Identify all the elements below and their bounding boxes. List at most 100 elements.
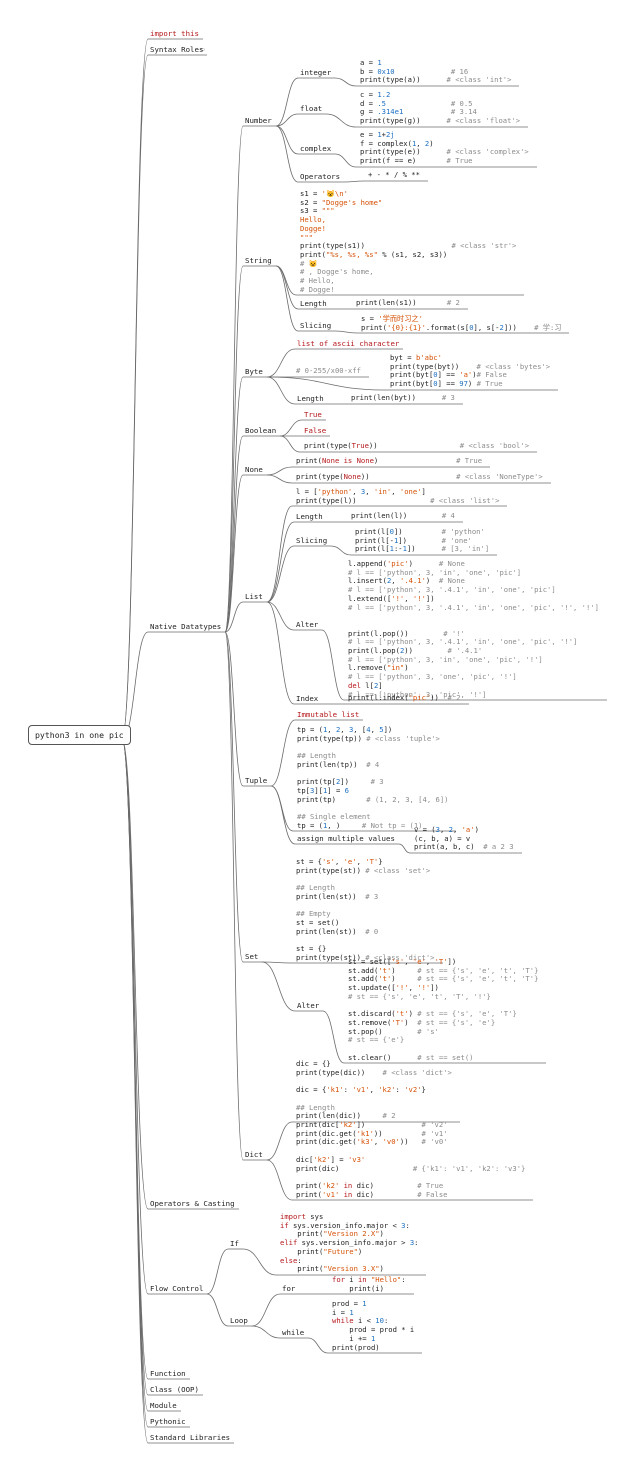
code-line: # st == {'e'}	[348, 1035, 538, 1045]
node-bool-true[interactable]: True	[304, 410, 322, 419]
code-token: 97	[459, 379, 468, 389]
code-token: )	[429, 138, 434, 148]
code-list-index-code: print(l.index('pic')) # 2	[348, 693, 461, 703]
connector	[121, 631, 149, 740]
node-boolean[interactable]: Boolean	[245, 426, 277, 435]
node-byte-ascii[interactable]: list of ascii character	[297, 339, 400, 348]
connector	[224, 265, 244, 633]
code-line: while i < 10:	[332, 1317, 414, 1326]
code-token	[296, 1076, 300, 1085]
code-token: ))	[404, 646, 448, 656]
node-string[interactable]: String	[245, 256, 272, 265]
node-list[interactable]: List	[245, 592, 263, 601]
code-token: # 0	[365, 926, 379, 936]
code-token: 'k2'	[339, 1120, 357, 1129]
node-list-alter[interactable]: Alter	[296, 620, 319, 629]
code-line: st.add('t') # st == {'s', 'e', 't', 'T'}	[348, 965, 538, 976]
code-line: print(f == e) # True	[360, 156, 529, 166]
code-token: st.clear()	[348, 1052, 418, 1062]
node-for[interactable]: for	[282, 1284, 296, 1293]
node-byte-length[interactable]: Length	[297, 394, 324, 403]
node-set[interactable]: Set	[245, 952, 259, 961]
node-list-slicing[interactable]: Slicing	[296, 536, 328, 545]
code-line: print("Version 2.X")	[280, 1230, 418, 1239]
code-line: print(None is None) # True	[296, 456, 482, 466]
code-token: """	[321, 206, 335, 216]
code-str-length-code: print(len(s1)) # 2	[356, 298, 460, 308]
node-class-oop[interactable]: Class (OOP)	[150, 1385, 199, 1394]
code-line: l = ['python', 3, 'in', 'one']	[296, 487, 499, 497]
code-token: dic)	[352, 1180, 418, 1190]
code-token: 1	[411, 138, 417, 148]
code-line: l.extend(['!', '!'])	[348, 594, 599, 604]
code-token: '{0}:{1}'	[386, 322, 426, 332]
node-tuple-immutable[interactable]: Immutable list	[297, 710, 360, 719]
connector	[121, 738, 149, 1444]
node-native-datatypes[interactable]: Native Datatypes	[150, 622, 222, 631]
code-token: print(l.pop())	[348, 628, 444, 638]
node-complex[interactable]: complex	[300, 144, 332, 153]
code-token: print(type(l))	[296, 495, 431, 505]
node-list-length[interactable]: Length	[296, 512, 323, 521]
node-str-slicing[interactable]: Slicing	[300, 321, 332, 330]
code-token: print(dic.get(	[296, 1137, 357, 1147]
code-token: e =	[360, 130, 378, 139]
connector	[270, 785, 296, 845]
root-node[interactable]: python3 in one pic	[28, 725, 131, 745]
node-tuple[interactable]: Tuple	[245, 776, 268, 785]
code-token: ,	[370, 725, 380, 734]
node-integer[interactable]: integer	[300, 68, 332, 77]
node-operators[interactable]: Operators	[300, 172, 341, 181]
connector	[266, 601, 295, 705]
code-token: print(l[	[355, 544, 390, 554]
code-token: # True	[417, 1180, 444, 1190]
node-pythonic[interactable]: Pythonic	[150, 1417, 186, 1426]
node-operators-casting[interactable]: Operators & Casting	[150, 1199, 235, 1208]
connector	[266, 376, 296, 405]
code-token: :	[383, 1316, 389, 1326]
node-list-index[interactable]: Index	[296, 694, 319, 703]
code-line: st = {}	[296, 944, 435, 954]
connector	[266, 601, 295, 631]
connector	[224, 601, 244, 633]
node-none[interactable]: None	[245, 465, 263, 474]
code-line: ## Single element	[297, 812, 448, 822]
node-str-length[interactable]: Length	[300, 299, 327, 308]
connector	[242, 1248, 277, 1276]
code-token: )	[408, 559, 439, 568]
node-loop[interactable]: Loop	[230, 1316, 248, 1325]
node-float[interactable]: float	[300, 104, 323, 113]
code-line: s3 = """	[300, 207, 516, 216]
code-token: 'k3'	[356, 1137, 374, 1147]
code-line: print(type(s1)) # <class 'str'>	[300, 241, 516, 251]
node-standard-libraries[interactable]: Standard Libraries	[150, 1433, 231, 1442]
code-token: # 3	[365, 891, 379, 901]
code-token: 'v1'	[321, 1189, 340, 1199]
code-token: print(	[300, 249, 326, 259]
connector	[270, 719, 296, 787]
node-dict[interactable]: Dict	[245, 1150, 263, 1159]
node-tuple-assign[interactable]: assign multiple values	[297, 834, 395, 843]
node-import-this[interactable]: import this	[150, 29, 199, 38]
code-token: 'pic'	[408, 693, 431, 702]
node-if[interactable]: If	[230, 1239, 239, 1248]
node-function[interactable]: Function	[150, 1369, 186, 1378]
node-number[interactable]: Number	[245, 116, 272, 125]
code-token: st.add(	[348, 965, 379, 975]
connector	[321, 629, 345, 701]
connector	[224, 376, 244, 633]
node-set-alter[interactable]: Alter	[297, 1001, 320, 1010]
node-module[interactable]: Module	[150, 1401, 177, 1410]
code-token: :-	[393, 544, 403, 554]
code-token: 'e'	[343, 857, 357, 866]
code-token: ][	[314, 785, 323, 795]
node-bool-false[interactable]: False	[304, 426, 327, 435]
node-flow-control[interactable]: Flow Control	[150, 1284, 204, 1293]
code-token: 'in'	[373, 487, 392, 496]
node-byte[interactable]: Byte	[245, 367, 263, 376]
node-syntax-roles[interactable]: Syntax Roles	[150, 45, 204, 54]
node-while[interactable]: while	[282, 1328, 305, 1337]
code-line: print(l[0]) # 'python'	[355, 527, 489, 537]
code-token: True	[351, 441, 369, 450]
